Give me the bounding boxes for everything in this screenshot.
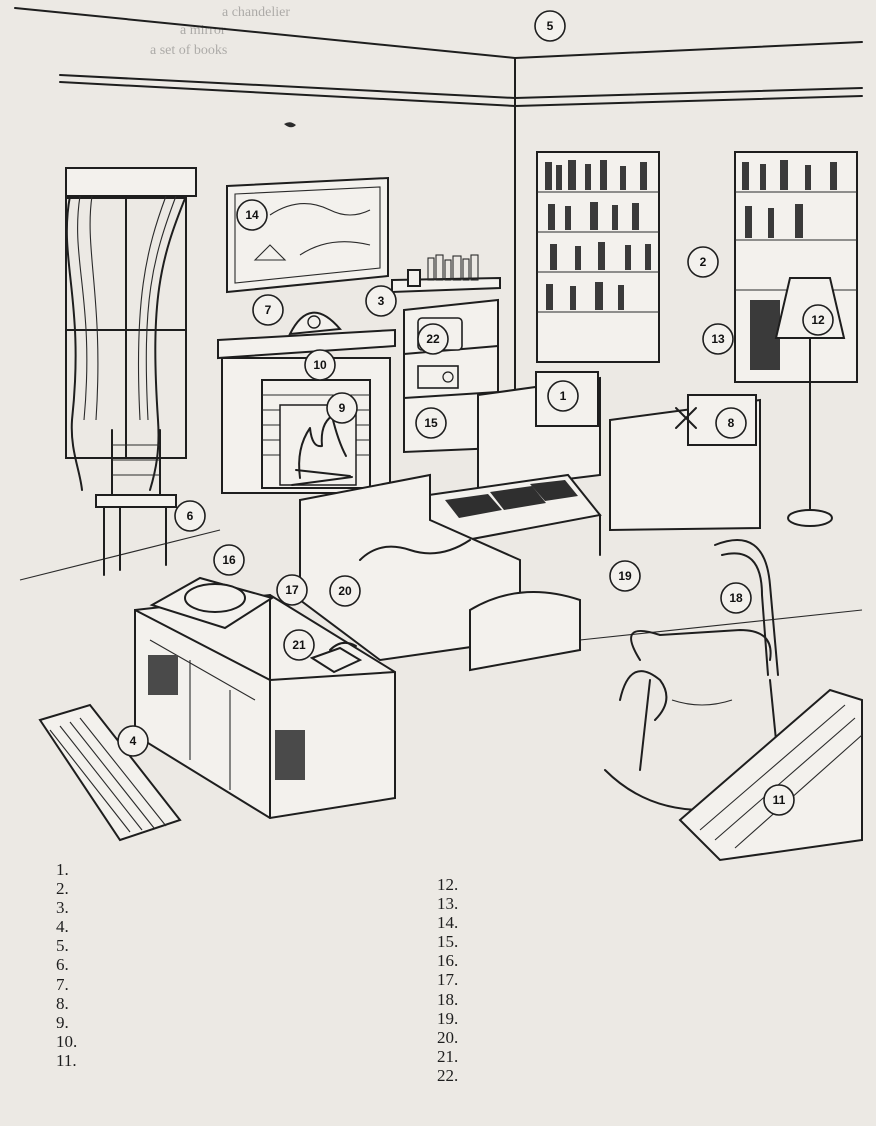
callout-5: 5 <box>534 10 566 42</box>
answer-line: 2. <box>56 879 69 899</box>
callout-15: 15 <box>415 407 447 439</box>
callout-11: 11 <box>763 784 795 816</box>
window-curtains <box>65 167 197 491</box>
answer-line: 8. <box>56 993 69 1013</box>
answer-line: 10. <box>56 1031 78 1051</box>
answer-line: 9. <box>56 1012 69 1032</box>
answer-line: 19. <box>437 1008 459 1028</box>
callout-18: 18 <box>720 582 752 614</box>
callout-11-label: 11 <box>773 793 786 807</box>
callout-10-label: 10 <box>313 358 327 372</box>
callout-8-label: 8 <box>728 416 735 430</box>
callout-1-label: 1 <box>560 389 567 403</box>
callout-19: 19 <box>609 560 641 592</box>
callout-12-label: 12 <box>811 313 825 327</box>
bleed-through-text: a chandelier a mirror a set of books <box>150 5 290 58</box>
answer-line: 16. <box>437 951 459 971</box>
answer-list-right: 12. 13. 14. 15. 16. 17. 18. 19. 20. 21. … <box>437 875 458 1085</box>
side-chair <box>95 429 177 576</box>
answer-line: 21. <box>437 1046 459 1066</box>
callout-20-label: 20 <box>338 584 352 598</box>
callout-2-label: 2 <box>700 255 707 269</box>
callout-15-label: 15 <box>424 416 438 430</box>
answer-line: 22. <box>437 1065 459 1085</box>
sofa <box>299 473 581 672</box>
callout-8: 8 <box>715 407 747 439</box>
callout-3: 3 <box>365 285 397 317</box>
callout-4: 4 <box>117 725 149 757</box>
answer-line: 6. <box>56 955 69 975</box>
callout-7-label: 7 <box>265 303 272 317</box>
callout-2: 2 <box>687 246 719 278</box>
callout-19-label: 19 <box>618 569 632 583</box>
callout-1: 1 <box>547 380 579 412</box>
callout-21: 21 <box>283 629 315 661</box>
callout-7: 7 <box>252 294 284 326</box>
answer-line: 5. <box>56 936 69 956</box>
callout-17: 17 <box>276 574 308 606</box>
callout-5-label: 5 <box>547 19 554 33</box>
bleed-line-3: a set of books <box>150 43 227 58</box>
wall-painting <box>226 176 389 294</box>
answer-line: 12. <box>437 875 459 894</box>
callout-4-label: 4 <box>130 734 137 748</box>
answer-line: 7. <box>56 974 69 994</box>
answer-line: 3. <box>56 898 69 918</box>
callout-20: 20 <box>329 575 361 607</box>
answer-line: 1. <box>56 860 69 879</box>
answer-line: 4. <box>56 917 69 937</box>
answer-line: 18. <box>437 989 459 1009</box>
callout-18-label: 18 <box>729 591 743 605</box>
wall-shelf <box>391 254 501 294</box>
answer-list-left: 1. 2. 3. 4. 5. 6. 7. 8. 9. 10. 11. <box>56 860 77 1070</box>
callout-16: 16 <box>213 544 245 576</box>
fireplace <box>217 311 396 494</box>
answer-line: 13. <box>437 894 459 914</box>
answer-line: 14. <box>437 913 459 933</box>
callout-6-label: 6 <box>187 509 194 523</box>
callout-16-label: 16 <box>222 553 236 567</box>
rocking-chair <box>604 539 816 811</box>
answer-line: 17. <box>437 970 459 990</box>
answer-line: 11. <box>56 1050 77 1070</box>
callout-21-label: 21 <box>292 638 306 652</box>
callout-17-label: 17 <box>285 583 299 597</box>
callout-14-label: 14 <box>245 208 259 222</box>
callout-13: 13 <box>702 323 734 355</box>
answer-line: 20. <box>437 1027 459 1047</box>
bookcases <box>536 151 858 383</box>
callout-9-label: 9 <box>339 401 346 415</box>
callout-6: 6 <box>174 500 206 532</box>
room-walls <box>14 7 863 641</box>
callout-9: 9 <box>326 392 358 424</box>
bleed-line-2: a mirror <box>180 23 226 38</box>
callout-3-label: 3 <box>378 294 385 308</box>
callout-13-label: 13 <box>711 332 725 346</box>
bleed-line-1: a chandelier <box>222 5 290 20</box>
answer-line: 15. <box>437 932 459 952</box>
callout-10: 10 <box>304 349 336 381</box>
callout-22-label: 22 <box>426 332 440 346</box>
callout-12: 12 <box>802 304 834 336</box>
callout-22: 22 <box>417 323 449 355</box>
callout-14: 14 <box>236 199 268 231</box>
rugs <box>38 688 863 862</box>
